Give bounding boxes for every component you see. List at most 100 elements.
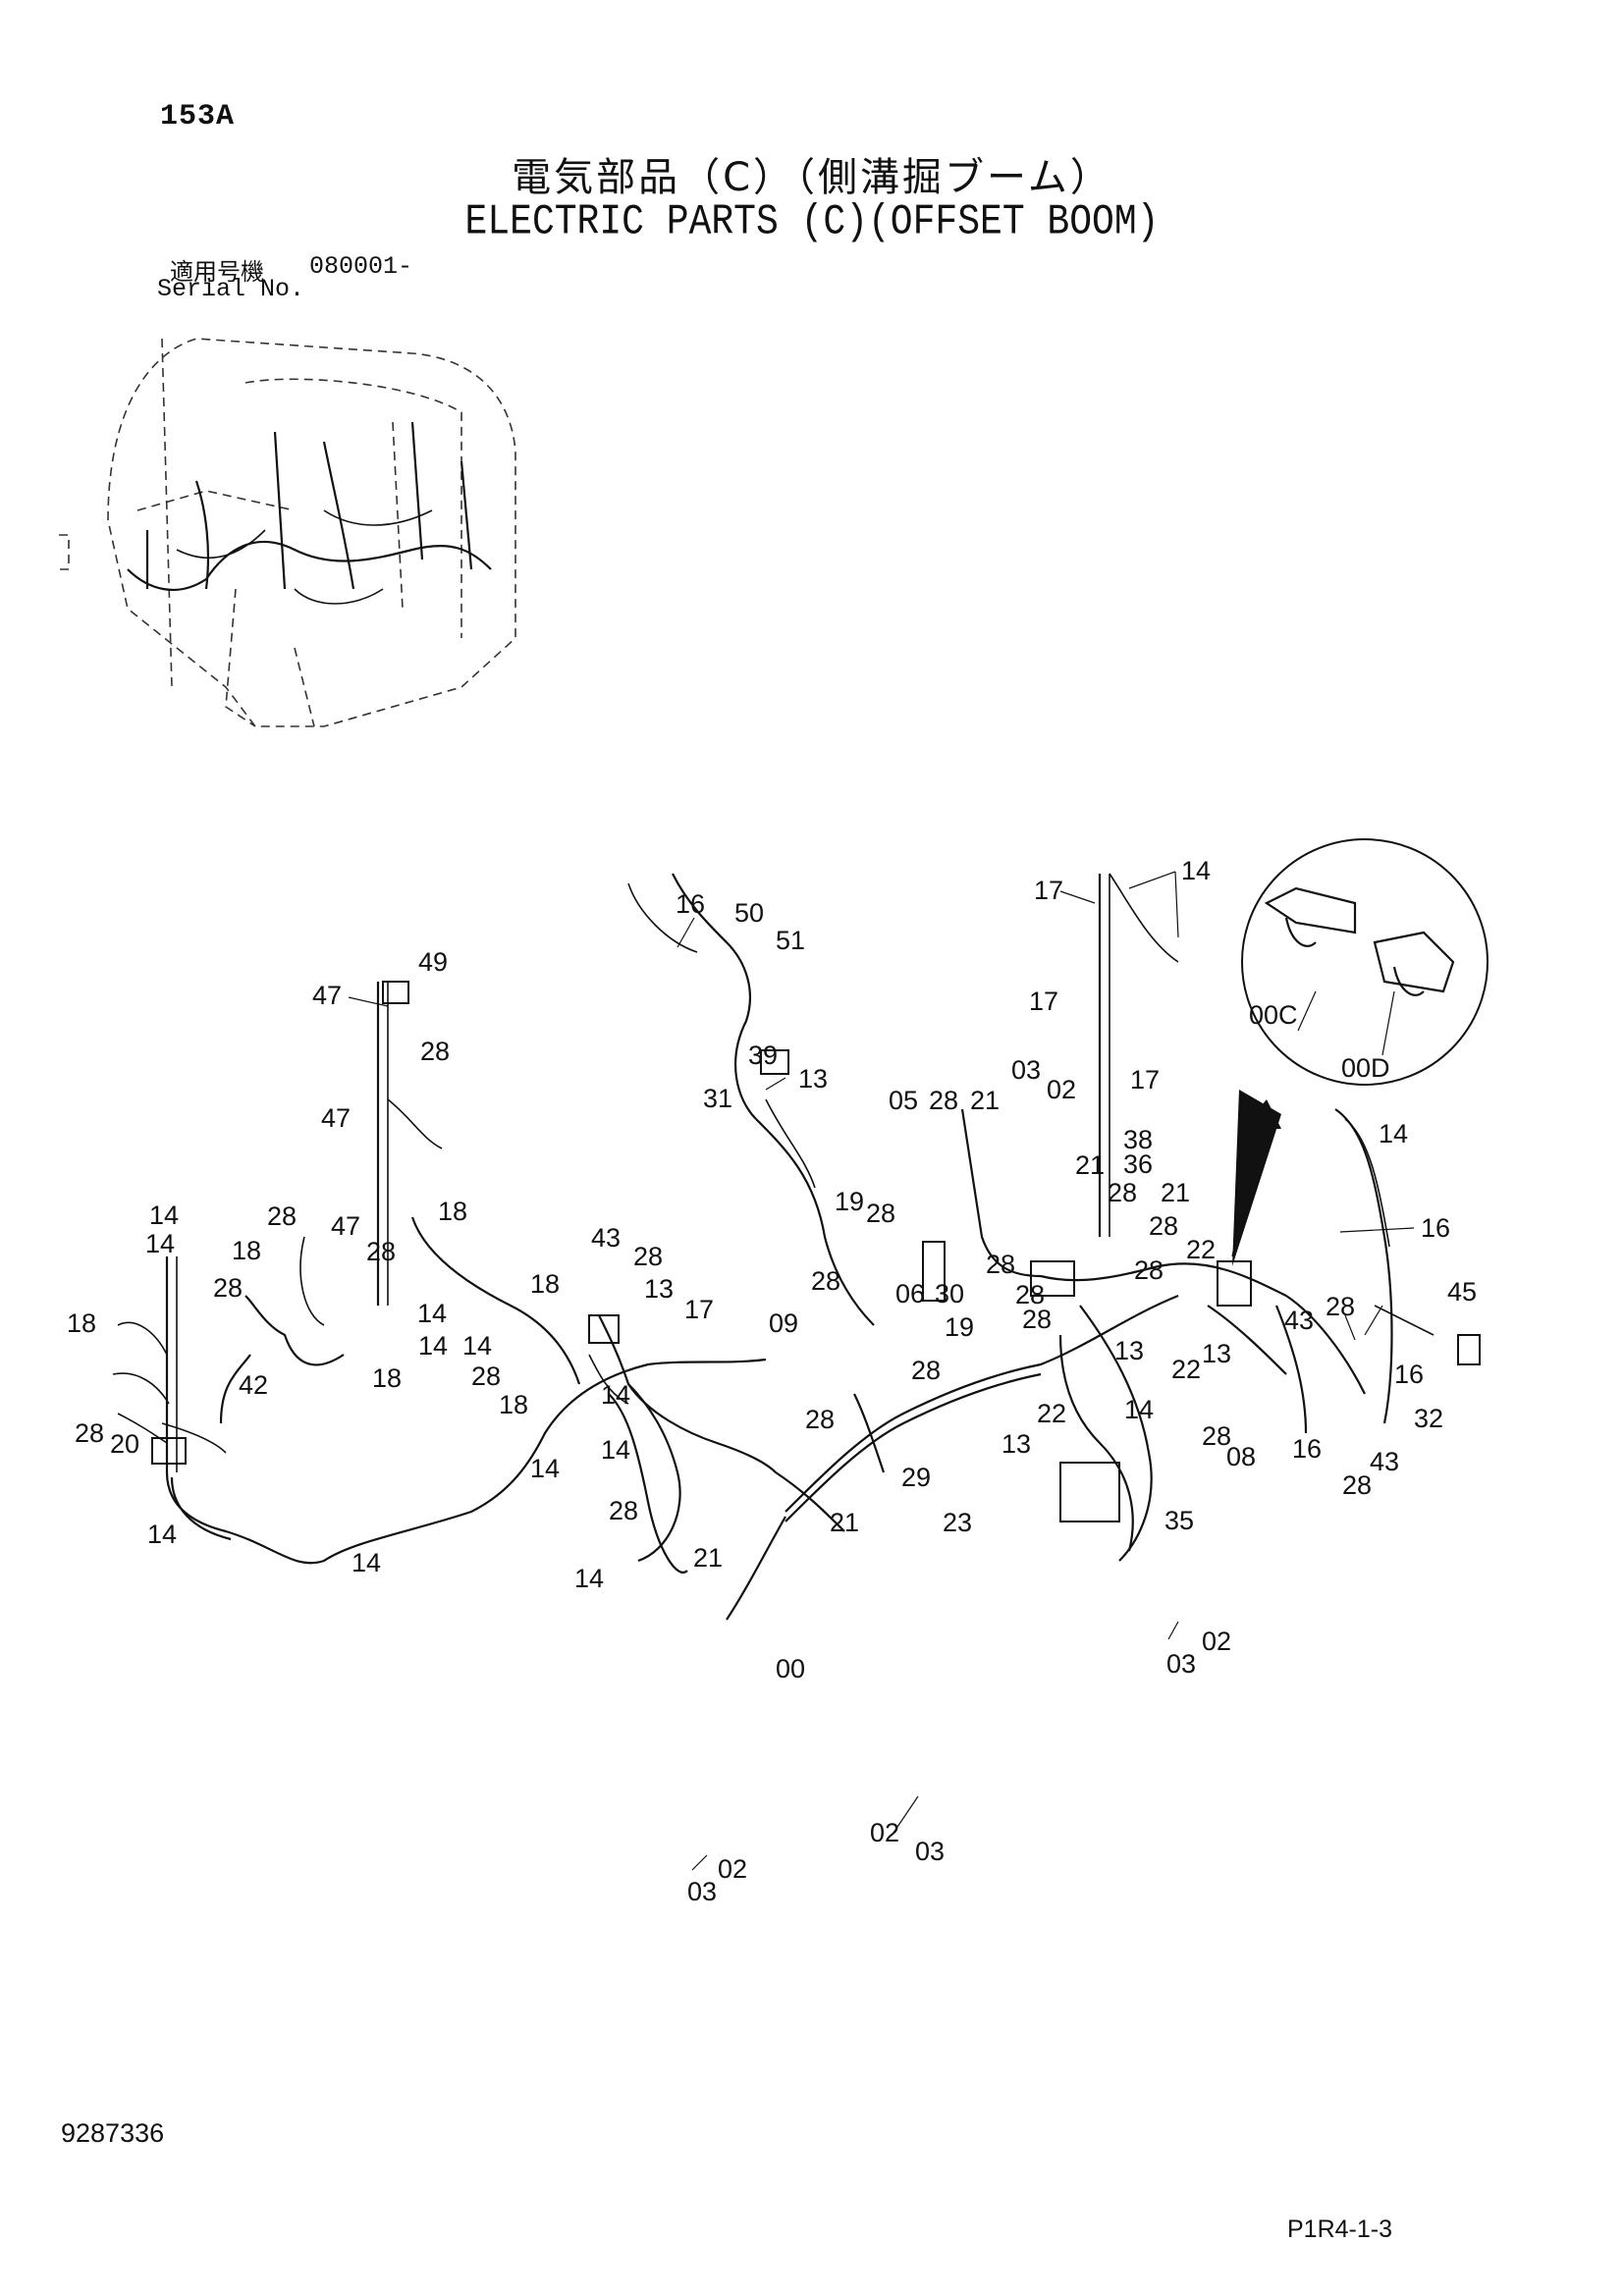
callout-label: 28 — [633, 1242, 663, 1271]
callout-label: 43 — [1370, 1447, 1399, 1476]
callout-label: 47 — [321, 1103, 351, 1133]
callout-label: 35 — [1164, 1506, 1194, 1535]
callout-label: 28 — [1202, 1421, 1231, 1451]
callout-label: 02 — [1202, 1627, 1231, 1656]
callout-label: 14 — [149, 1201, 179, 1230]
callout-label: 28 — [1108, 1178, 1137, 1207]
callout-label: 14 — [1379, 1119, 1408, 1148]
callout-label: 14 — [352, 1548, 381, 1577]
callout-label: 05 — [889, 1086, 918, 1115]
callout-label: 47 — [312, 981, 342, 1010]
callout-label: 14 — [417, 1299, 447, 1328]
callout-label: 28 — [1326, 1292, 1355, 1321]
callout-label: 14 — [601, 1380, 630, 1410]
callout-label: 08 — [1226, 1442, 1256, 1471]
callout-label: 17 — [684, 1295, 714, 1324]
callout-label: 14 — [1124, 1395, 1154, 1424]
callout-label: 28 — [366, 1237, 396, 1266]
callout-label: 16 — [1394, 1360, 1424, 1389]
page-reference: P1R4-1-3 — [1287, 2216, 1392, 2243]
callout-label: 36 — [1123, 1149, 1153, 1179]
callout-label: 28 — [986, 1250, 1015, 1279]
callout-label: 17 — [1130, 1065, 1160, 1095]
callout-label: 02 — [718, 1854, 747, 1884]
callout-label: 14 — [574, 1564, 604, 1593]
callout-label: 28 — [267, 1201, 297, 1231]
callout-label: 00C — [1249, 1000, 1298, 1030]
callout-label: 28 — [1342, 1470, 1372, 1500]
callout-label: 22 — [1037, 1399, 1066, 1428]
callout-label: 13 — [798, 1064, 828, 1094]
callout-label: 18 — [530, 1269, 560, 1299]
callout-label: 09 — [769, 1308, 798, 1338]
callout-label: 14 — [1181, 856, 1211, 885]
callout-label: 49 — [418, 947, 448, 977]
callout-label: 06 — [895, 1279, 925, 1308]
callout-label: 17 — [1029, 987, 1058, 1016]
callout-label: 21 — [970, 1086, 1000, 1115]
detail-circle — [1231, 838, 1489, 1266]
callout-label: 00D — [1341, 1053, 1390, 1083]
page-code: 153A — [160, 100, 236, 133]
harness-drawing — [112, 873, 1481, 1621]
callout-label: 18 — [438, 1197, 467, 1226]
callout-label: 00 — [776, 1654, 805, 1683]
callout-label: 42 — [239, 1370, 268, 1400]
callout-label: 14 — [601, 1435, 630, 1465]
callout-label: 13 — [1202, 1339, 1231, 1368]
callout-label: 45 — [1447, 1277, 1477, 1307]
callout-label: 28 — [866, 1199, 895, 1228]
callout-label: 29 — [901, 1463, 931, 1492]
serial-label-english: Serial No. — [157, 275, 305, 303]
callout-label: 22 — [1186, 1235, 1216, 1264]
callout-label: 43 — [591, 1223, 621, 1253]
document-number: 9287336 — [61, 2118, 165, 2148]
callout-label: 19 — [835, 1187, 864, 1216]
leader-lines — [348, 871, 1415, 1871]
callout-label: 21 — [830, 1508, 859, 1537]
callout-label: 18 — [372, 1363, 402, 1393]
callout-label: 21 — [1075, 1150, 1105, 1180]
callout-label: 28 — [1022, 1305, 1052, 1334]
callout-label: 14 — [530, 1454, 560, 1483]
callout-label: 21 — [1161, 1178, 1190, 1207]
callout-label: 28 — [1015, 1280, 1045, 1309]
title-english: ELECTRIC PARTS (C)(OFFSET BOOM) — [464, 197, 1160, 247]
callout-label: 28 — [213, 1273, 243, 1303]
callout-label: 13 — [1001, 1429, 1031, 1459]
callout-label: 39 — [748, 1041, 778, 1070]
callout-label: 19 — [945, 1312, 974, 1342]
callout-label: 50 — [734, 898, 764, 928]
callout-label: 43 — [1284, 1306, 1314, 1335]
machine-overview-thumbnail — [59, 338, 516, 727]
callout-label: 14 — [418, 1331, 448, 1361]
callout-label: 14 — [145, 1229, 175, 1258]
callout-label: 16 — [676, 889, 705, 919]
callout-label: 51 — [776, 926, 805, 955]
callout-label: 28 — [1134, 1255, 1164, 1285]
callout-label: 28 — [911, 1356, 941, 1385]
callout-label: 28 — [75, 1418, 104, 1448]
callout-label: 28 — [811, 1266, 840, 1296]
callout-label: 18 — [67, 1308, 96, 1338]
callout-label: 30 — [935, 1279, 964, 1308]
callout-label: 16 — [1421, 1213, 1450, 1243]
callout-label: 13 — [644, 1274, 674, 1304]
callout-label: 23 — [943, 1508, 972, 1537]
callout-label: 02 — [1047, 1075, 1076, 1104]
callout-label: 31 — [703, 1084, 732, 1113]
callout-label: 13 — [1114, 1336, 1144, 1365]
callout-label: 17 — [1034, 876, 1063, 905]
callout-label: 03 — [1166, 1649, 1196, 1679]
callout-label: 18 — [232, 1236, 261, 1265]
callout-label: 28 — [929, 1086, 958, 1115]
callout-label: 14 — [147, 1520, 177, 1549]
callout-label: 38 — [1123, 1125, 1153, 1154]
callout-label: 32 — [1414, 1404, 1443, 1433]
callout-label: 28 — [609, 1496, 638, 1525]
callout-label: 20 — [110, 1429, 139, 1459]
callout-label: 02 — [870, 1818, 899, 1847]
serial-label-japanese: 適用号機 — [170, 258, 264, 286]
callout-label: 18 — [499, 1390, 528, 1419]
